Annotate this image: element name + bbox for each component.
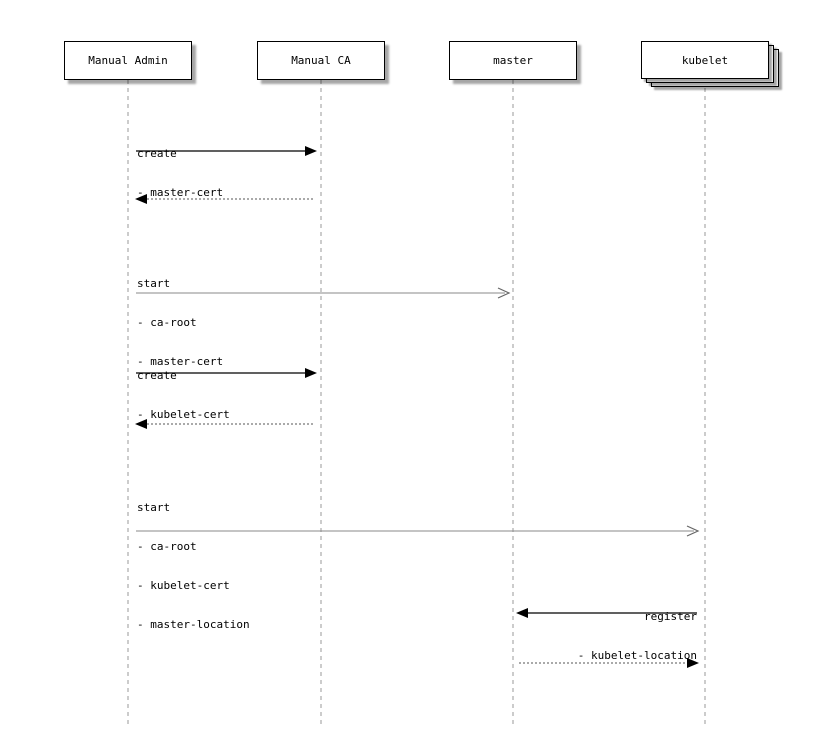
actor-label-manual-ca: Manual CA — [291, 54, 351, 67]
arrowhead-register — [516, 608, 528, 618]
arrowhead-create-kubelet-cert — [305, 368, 317, 378]
actor-label-manual-admin: Manual Admin — [88, 54, 168, 67]
actor-box-manual-admin: Manual Admin — [64, 41, 192, 80]
message-label-start-kubelet: start - ca-root - kubelet-cert - master-… — [137, 501, 250, 631]
message-label-create-kubelet-cert: create - kubelet-cert — [137, 369, 230, 421]
actor-box-kubelet-stack: kubelet — [641, 41, 779, 87]
actor-box-manual-ca: Manual CA — [257, 41, 385, 80]
arrowhead-start-kubelet — [686, 525, 700, 537]
message-label-register: register - kubelet-location — [577, 610, 697, 662]
arrowhead-return-ca-2 — [135, 419, 147, 429]
message-label-create-master-cert: create - master-cert — [137, 147, 224, 199]
arrowhead-return-master — [687, 658, 699, 668]
actor-box-master: master — [449, 41, 577, 80]
arrowhead-create-master-cert — [305, 146, 317, 156]
arrowhead-return-ca-1 — [135, 194, 147, 204]
message-label-start-master: start - ca-root - master-cert — [137, 277, 224, 368]
actor-label-kubelet: kubelet — [681, 53, 729, 67]
actor-box-kubelet: kubelet — [641, 41, 769, 79]
arrowhead-start-master — [497, 287, 511, 299]
actor-label-master: master — [493, 54, 533, 67]
